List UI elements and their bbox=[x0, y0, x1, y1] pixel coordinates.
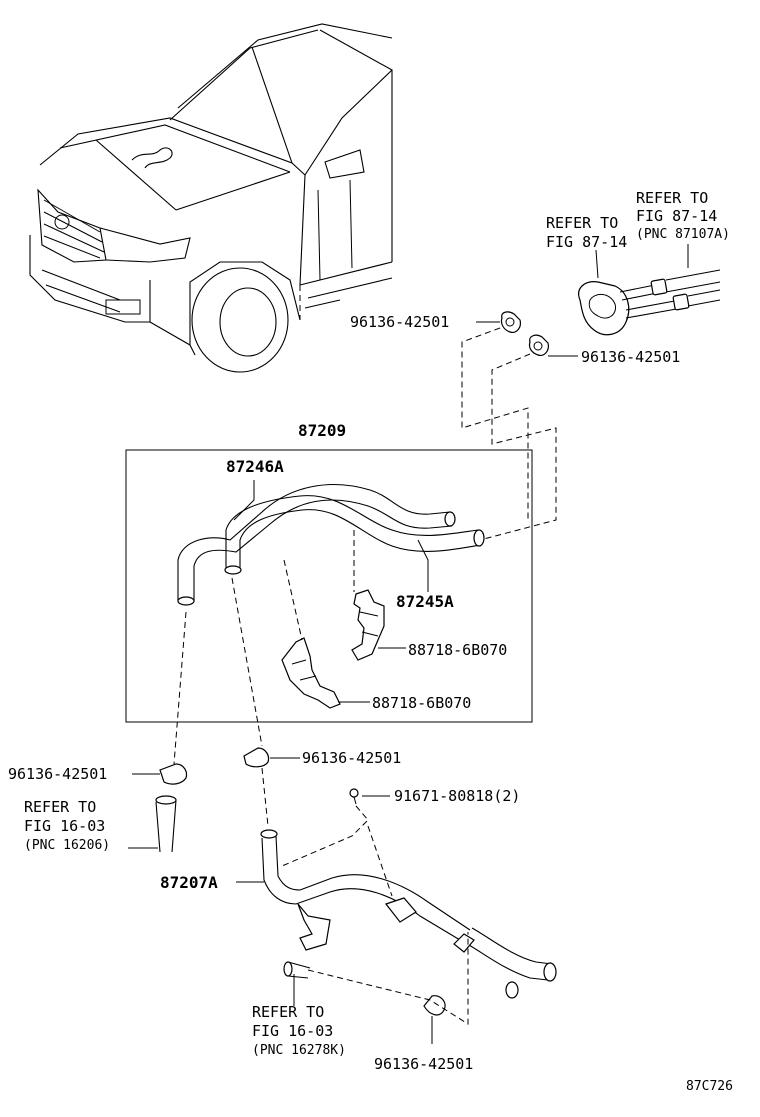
clamp-top-right-icon bbox=[528, 334, 578, 357]
ref-16278k-line1: REFER TO bbox=[252, 1003, 324, 1021]
pipe-87207a-icon bbox=[236, 829, 557, 999]
label-clamp-mid: 96136-42501 bbox=[302, 749, 401, 767]
grommet-assembly bbox=[578, 244, 721, 336]
label-clamp-bottom: 96136-42501 bbox=[374, 1055, 473, 1073]
label-clamp-left: 96136-42501 bbox=[8, 765, 107, 783]
label-pipe-87207a: 87207A bbox=[160, 873, 218, 892]
label-clamp-bracket-2: 88718-6B070 bbox=[372, 694, 471, 712]
ref-16278k-line2: FIG 16-03 bbox=[252, 1022, 333, 1040]
ref-87-14-line2: FIG 87-14 bbox=[546, 233, 627, 251]
ref-16206-line1: REFER TO bbox=[24, 798, 96, 816]
label-clamp-top-right: 96136-42501 bbox=[581, 348, 680, 366]
ref-16278k-line3: (PNC 16278K) bbox=[252, 1043, 346, 1058]
label-bolt: 91671-80818(2) bbox=[394, 787, 520, 805]
bolt-icon bbox=[349, 788, 390, 805]
ref-87107a-line2: FIG 87-14 bbox=[636, 207, 717, 225]
clamp-top-left-icon bbox=[476, 311, 521, 333]
hose-highlight-icon bbox=[131, 147, 173, 169]
clamp-bracket-1-icon bbox=[351, 589, 385, 661]
label-clamp-top-left: 96136-42501 bbox=[350, 313, 449, 331]
diagram-code: 87C726 bbox=[686, 1079, 733, 1094]
tube-16206-icon bbox=[128, 795, 177, 853]
clamp-bracket-2-icon bbox=[281, 637, 341, 709]
label-hose-87246a: 87246A bbox=[226, 457, 284, 476]
ref-16206-line3: (PNC 16206) bbox=[24, 838, 110, 853]
hose-87246a-icon bbox=[177, 484, 456, 606]
ref-87107a-line1: REFER TO bbox=[636, 189, 708, 207]
clamp-mid-icon bbox=[243, 747, 300, 768]
hose-87245a-icon bbox=[224, 495, 485, 575]
clamp-left-icon bbox=[132, 763, 188, 785]
assembly-box bbox=[125, 449, 533, 723]
ref-87107a-line3: (PNC 87107A) bbox=[636, 227, 730, 242]
ref-16206-line2: FIG 16-03 bbox=[24, 817, 105, 835]
vehicle-illustration bbox=[29, 23, 393, 373]
label-hose-87245a: 87245A bbox=[396, 592, 454, 611]
tube-16278k-icon bbox=[283, 961, 311, 1006]
clamp-bottom-icon bbox=[423, 995, 446, 1044]
label-assembly-87209: 87209 bbox=[298, 421, 346, 440]
ref-87-14-line1: REFER TO bbox=[546, 214, 618, 232]
label-clamp-bracket-1: 88718-6B070 bbox=[408, 641, 507, 659]
